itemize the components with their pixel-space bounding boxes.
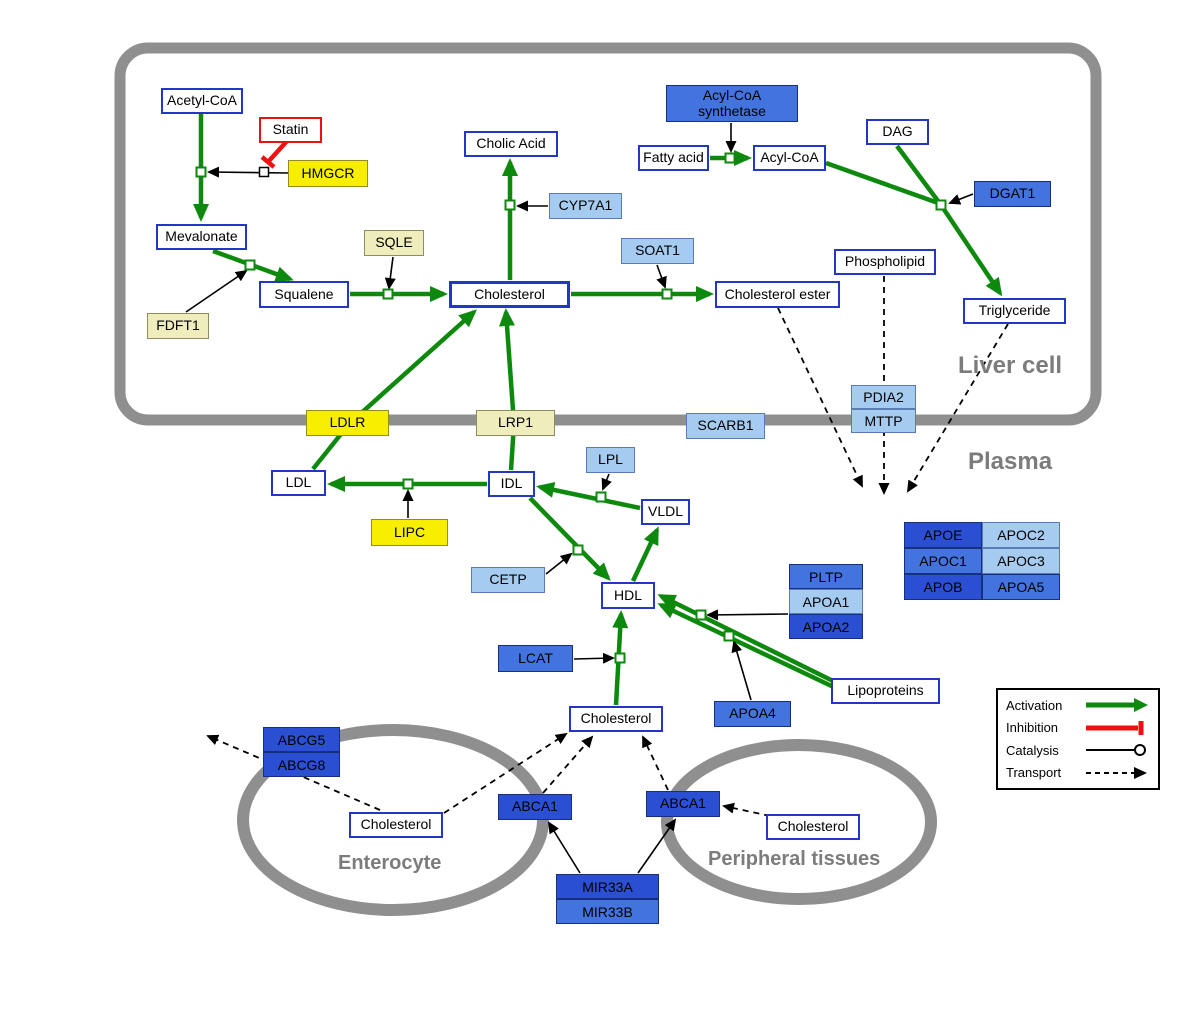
node-apob[interactable]: APOB — [904, 574, 982, 600]
node-abca1-left[interactable]: ABCA1 — [498, 794, 572, 820]
legend-catalysis-label: Catalysis — [1006, 742, 1059, 758]
node-cyp7a1[interactable]: CYP7A1 — [549, 193, 622, 219]
node-cholesterol-liver[interactable]: Cholesterol — [449, 281, 570, 308]
node-apoa1[interactable]: APOA1 — [789, 589, 863, 614]
plasma-label: Plasma — [968, 448, 1053, 475]
legend-activation-label: Activation — [1006, 697, 1063, 713]
node-vldl[interactable]: VLDL — [641, 499, 690, 525]
node-triglyceride[interactable]: Triglyceride — [963, 298, 1066, 324]
reaction-nodes — [195, 152, 947, 664]
node-pdia2[interactable]: PDIA2 — [851, 385, 916, 409]
node-hmgcr[interactable]: HMGCR — [288, 160, 368, 187]
gene-group-abcg5-abcg8: ABCG5 ABCG8 — [263, 727, 340, 777]
node-mttp[interactable]: MTTP — [851, 409, 916, 433]
node-lcat[interactable]: LCAT — [498, 645, 573, 672]
node-abcg5[interactable]: ABCG5 — [263, 727, 340, 752]
node-abca1-right[interactable]: ABCA1 — [646, 791, 720, 817]
transport-dashed-arrow-symbol — [1086, 766, 1147, 779]
enterocyte-label: Enterocyte — [338, 852, 442, 874]
node-fdft1[interactable]: FDFT1 — [147, 313, 209, 339]
node-cholesterol-peripheral[interactable]: Cholesterol — [766, 814, 860, 840]
node-acyl-coa[interactable]: Acyl-CoA — [753, 145, 826, 171]
gene-group-apolipoproteins: APOE APOC2 APOC1 APOC3 APOB APOA5 — [904, 522, 1060, 600]
liver-cell-membrane — [114, 42, 1102, 426]
gene-group-pltp-apoa1-apoa2: PLTP APOA1 APOA2 — [789, 564, 863, 639]
node-apoa4[interactable]: APOA4 — [714, 701, 791, 727]
node-cholic-acid[interactable]: Cholic Acid — [464, 131, 558, 157]
liver-cell-label: Liver cell — [958, 352, 1063, 379]
node-mir33a[interactable]: MIR33A — [556, 874, 659, 899]
node-lipoproteins[interactable]: Lipoproteins — [831, 678, 940, 704]
membranes — [114, 42, 1102, 916]
catalysis-edges — [185, 123, 974, 874]
inhibition-junction-node — [258, 166, 270, 178]
node-phospholipid[interactable]: Phospholipid — [834, 249, 936, 275]
legend-row-transport: Transport — [1006, 763, 1150, 783]
node-idl[interactable]: IDL — [488, 471, 535, 497]
enterocyte-membrane — [237, 724, 549, 916]
legend-row-activation: Activation — [1006, 695, 1150, 715]
node-cetp[interactable]: CETP — [471, 567, 545, 593]
node-mir33b[interactable]: MIR33B — [556, 899, 659, 924]
node-cholesterol-enterocyte[interactable]: Cholesterol — [349, 812, 443, 838]
node-ldlr[interactable]: LDLR — [306, 410, 389, 436]
catalysis-circle-symbol — [1086, 744, 1146, 757]
node-abcg8[interactable]: ABCG8 — [263, 752, 340, 777]
node-apoe[interactable]: APOE — [904, 522, 982, 548]
node-pltp[interactable]: PLTP — [789, 564, 863, 589]
node-fatty-acid[interactable]: Fatty acid — [638, 145, 709, 171]
node-statin[interactable]: Statin — [259, 117, 322, 143]
gene-group-pdia2-mttp: PDIA2 MTTP — [851, 385, 916, 433]
legend-row-inhibition: Inhibition — [1006, 718, 1150, 738]
node-dag[interactable]: DAG — [866, 119, 929, 145]
node-mevalonate[interactable]: Mevalonate — [156, 224, 247, 250]
node-acyl-coa-synthetase[interactable]: Acyl-CoA synthetase — [666, 85, 798, 122]
node-lipc[interactable]: LIPC — [371, 519, 448, 546]
node-lpl[interactable]: LPL — [586, 447, 635, 473]
legend-transport-label: Transport — [1006, 765, 1062, 781]
activation-edges — [193, 114, 1003, 706]
node-squalene[interactable]: Squalene — [259, 281, 349, 308]
node-cholesterol-ester[interactable]: Cholesterol ester — [715, 281, 840, 308]
node-cholesterol-plasma[interactable]: Cholesterol — [569, 706, 663, 732]
peripheral-tissues-label: Peripheral tissues — [708, 848, 881, 870]
node-ldl[interactable]: LDL — [271, 470, 326, 496]
legend-inhibition-label: Inhibition — [1006, 720, 1059, 736]
node-apoc2[interactable]: APOC2 — [982, 522, 1060, 548]
node-apoa5[interactable]: APOA5 — [982, 574, 1060, 600]
gene-group-mir33: MIR33A MIR33B — [556, 874, 659, 924]
node-dgat1[interactable]: DGAT1 — [974, 181, 1051, 207]
legend-row-catalysis: Catalysis — [1006, 740, 1150, 760]
node-soat1[interactable]: SOAT1 — [621, 238, 694, 264]
node-apoc1[interactable]: APOC1 — [904, 548, 982, 574]
node-hdl[interactable]: HDL — [601, 582, 655, 609]
node-lrp1[interactable]: LRP1 — [476, 410, 555, 436]
legend: Activation Inhibition Catalysis Transpor… — [996, 688, 1160, 790]
activation-arrow-symbol — [1086, 698, 1148, 712]
inhibition-tbar-symbol — [1086, 720, 1144, 735]
node-acetyl-coa[interactable]: Acetyl-CoA — [161, 88, 243, 114]
node-scarb1[interactable]: SCARB1 — [686, 413, 765, 439]
node-apoa2[interactable]: APOA2 — [789, 614, 863, 639]
node-apoc3[interactable]: APOC3 — [982, 548, 1060, 574]
node-sqle[interactable]: SQLE — [364, 230, 424, 256]
inhibition-edge — [260, 139, 289, 169]
